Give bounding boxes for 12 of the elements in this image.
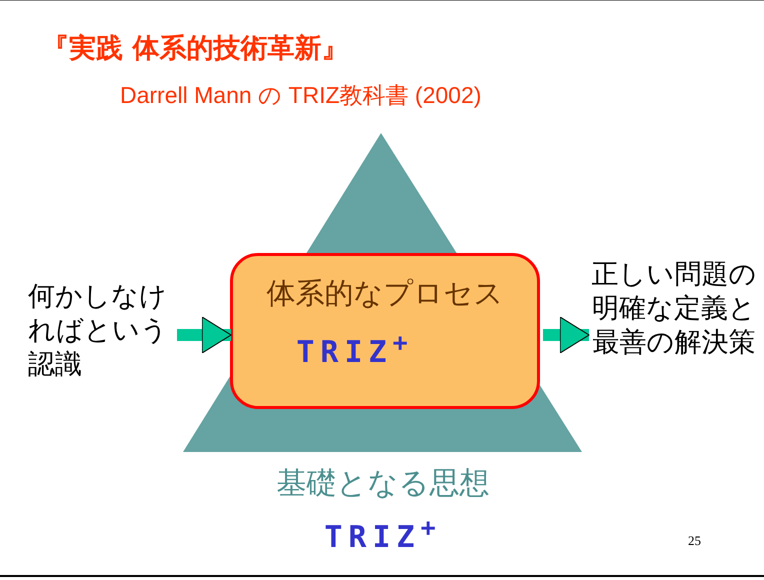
process-box bbox=[230, 253, 540, 409]
box-heading: 体系的なプロセス bbox=[266, 275, 504, 312]
description-text: 何かしなければという認識 bbox=[28, 280, 169, 382]
block-arrow bbox=[177, 316, 232, 354]
description-text: 正しい問題の明確な定義と最善の解決策 bbox=[590, 258, 758, 360]
title: 『実践 体系的技術革新』 bbox=[42, 32, 348, 66]
method-name: TRIZ$^{+}$ bbox=[295, 328, 415, 370]
method-name: TRIZ$^{+}$ bbox=[323, 513, 443, 555]
page-number: 25 bbox=[688, 533, 701, 549]
foundation-heading: 基礎となる思想 bbox=[276, 465, 490, 503]
subtitle: Darrell Mann の TRIZ教科書 (2002) bbox=[120, 81, 482, 110]
block-arrow bbox=[543, 316, 590, 354]
